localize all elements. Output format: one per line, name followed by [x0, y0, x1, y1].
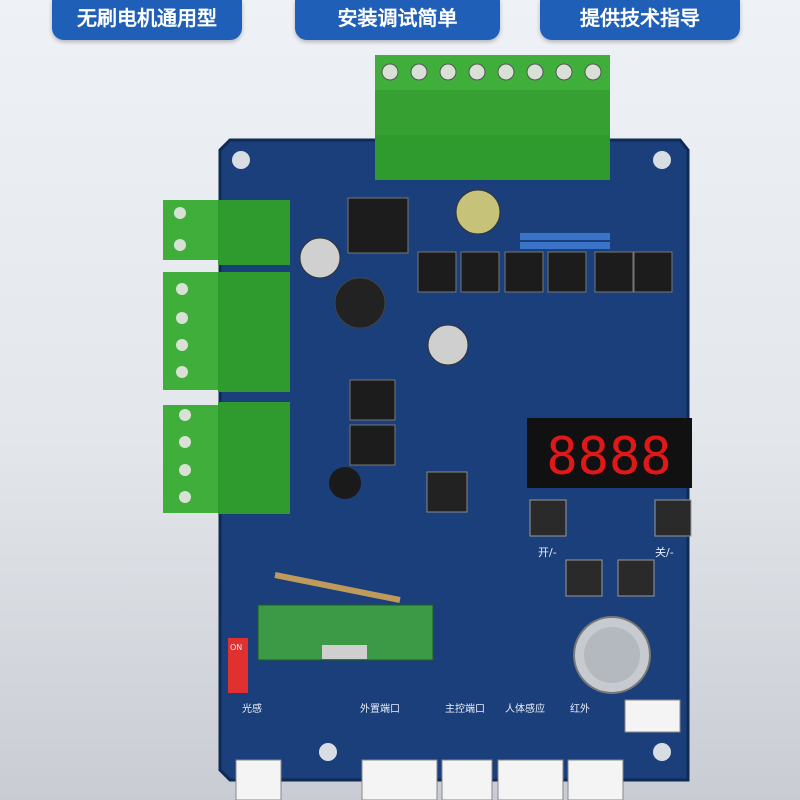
- terminal-block-top: [375, 55, 610, 180]
- port-external-label: 外置端口: [360, 702, 400, 715]
- feature-badge-brushless: 无刷电机通用型: [52, 0, 242, 40]
- rf-receiver-module: [257, 572, 434, 661]
- coin-cell-battery: [573, 616, 651, 694]
- key-open-label: 开/-: [538, 546, 557, 559]
- port-sensor-label: 人体感应: [505, 702, 545, 715]
- led-display: 8888: [527, 418, 692, 488]
- feature-badge-tech-support: 提供技术指导: [540, 0, 740, 40]
- mcu-chip: [426, 471, 468, 513]
- port-ir-label: 红外: [570, 702, 590, 715]
- port-io-label: 主控端口: [445, 702, 485, 715]
- bottom-connectors: [235, 699, 681, 800]
- tactile-buttons: [529, 499, 692, 597]
- resistor-array: [520, 233, 610, 249]
- terminal-block-left-3: [163, 402, 290, 514]
- terminal-block-left-2: [163, 272, 290, 392]
- led-digits: 8888: [546, 427, 671, 487]
- mosfet-row: [347, 197, 673, 466]
- key-close-label: 关/-: [655, 545, 674, 559]
- electrolytic-capacitors: [299, 189, 501, 366]
- feature-badge-easy-install: 安装调试简单: [295, 0, 500, 40]
- dip-switch: ON: [228, 638, 248, 693]
- port-light-label: 光感: [242, 702, 262, 715]
- buzzer: [329, 467, 361, 499]
- terminal-block-left-1: [163, 200, 290, 265]
- svg-text:ON: ON: [230, 643, 242, 652]
